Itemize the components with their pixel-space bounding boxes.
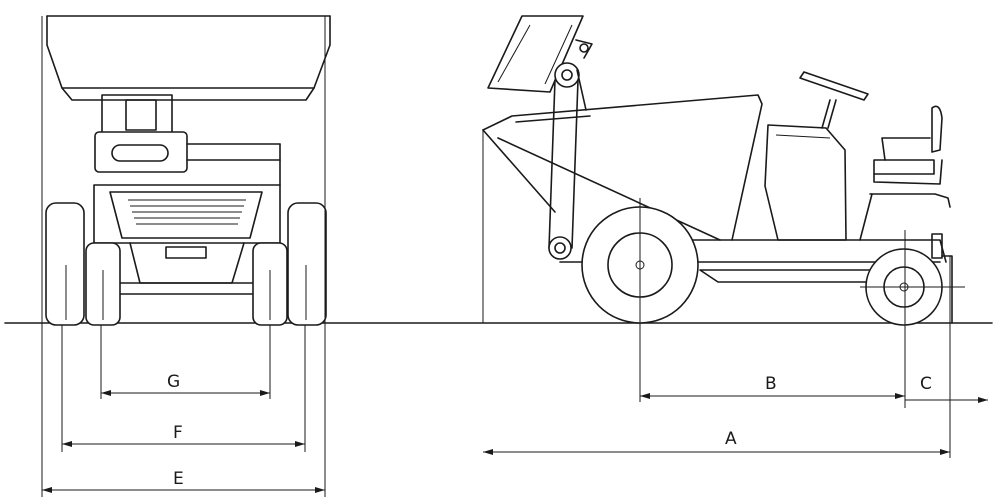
side-steering-wheel	[799, 71, 869, 101]
side-steering-column	[821, 99, 831, 129]
side-arm-bar-left	[548, 79, 556, 249]
front-outer-wheel-left	[45, 202, 85, 326]
side-seat-base	[873, 159, 943, 185]
dimension-label-g: G	[167, 372, 180, 392]
front-skip-body	[46, 15, 331, 89]
front-dimension-extensions	[41, 16, 326, 497]
dimension-label-a: A	[725, 429, 737, 449]
side-chassis-deck	[689, 239, 947, 263]
front-skip-bottom	[61, 87, 315, 101]
side-seat-armrest	[881, 137, 931, 161]
dimension-label-c: C	[920, 374, 932, 394]
front-view	[45, 15, 331, 326]
side-arm-bar-right	[571, 79, 579, 249]
side-seat-back	[931, 105, 943, 153]
dimension-label-f: F	[173, 423, 183, 443]
front-panel-slot	[111, 144, 169, 162]
front-outer-wheel-right	[287, 202, 327, 326]
side-footrest	[869, 193, 951, 208]
side-seat-strut	[859, 193, 873, 241]
front-grille-bars	[128, 199, 246, 225]
dimension-b	[640, 393, 905, 399]
front-hood	[93, 184, 281, 244]
side-arm-bracket	[575, 39, 593, 59]
side-engine-housing	[764, 124, 847, 241]
side-arm-bottom-pivot	[548, 236, 572, 260]
side-rear-light	[931, 233, 943, 259]
side-skip-lip	[515, 115, 591, 123]
side-skip-floor	[497, 137, 721, 241]
dimension-f	[62, 441, 305, 447]
front-chassis	[129, 242, 245, 284]
dimension-label-e: E	[173, 469, 184, 489]
side-chassis-underframe	[699, 269, 887, 283]
side-arm-top-pivot	[554, 62, 580, 88]
side-seat-cushion	[873, 159, 935, 175]
side-rear-bumper	[941, 255, 953, 324]
front-engine-block	[125, 99, 157, 131]
dimension-c	[905, 397, 988, 403]
side-arm-plate	[487, 15, 584, 93]
front-panel	[94, 131, 188, 173]
dimension-g	[101, 390, 270, 396]
dimension-label-b: B	[765, 374, 777, 394]
side-skip-front-edge	[482, 129, 556, 213]
dimension-a	[483, 449, 950, 455]
front-grille-frame	[109, 191, 263, 239]
front-number-plate	[165, 246, 207, 259]
side-skip-rim	[482, 94, 763, 241]
dimension-e	[42, 487, 325, 493]
side-view	[482, 15, 965, 458]
